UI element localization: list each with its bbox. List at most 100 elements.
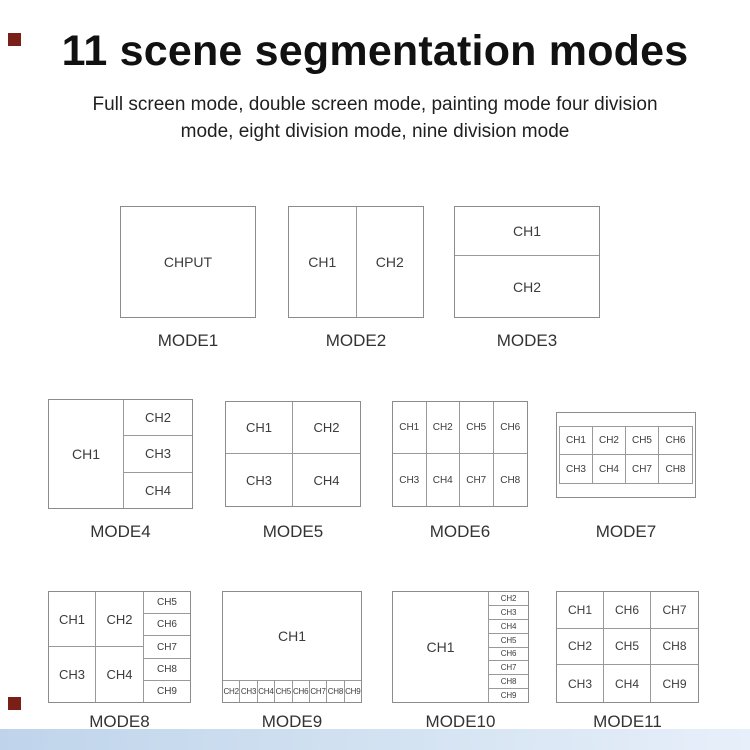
mode11-box: CH1 CH6 CH7 CH2 CH5 CH8 CH3 CH4 CH9: [556, 591, 699, 703]
grid-cell: CH2: [375, 254, 404, 270]
mode7-box: CH1 CH2 CH5 CH6 CH3 CH4 CH7 CH8: [556, 412, 696, 498]
mode10-box: CH1 CH2 CH3 CH4 CH5 CH6 CH7 CH8 CH9: [392, 591, 529, 703]
grid-cell: CH4: [106, 667, 133, 682]
mode4-right-column: CH2 CH3 CH4: [124, 400, 192, 508]
mode9-box: CH1 CH2 CH3 CH4 CH5 CH6 CH7 CH8 CH9: [222, 591, 362, 703]
mode8-box: CH1 CH2 CH3 CH4 CH5 CH6 CH7 CH8 CH9: [48, 591, 191, 703]
grid-cell: CH6: [144, 614, 190, 637]
bottom-gradient-bar: [0, 729, 750, 750]
mode9-bottom-strip: CH2 CH3 CH4 CH5 CH6 CH7 CH8 CH9: [223, 681, 361, 702]
grid-cell: CH4: [258, 681, 276, 702]
grid-cell: CH1: [49, 592, 96, 647]
grid-cell: CH6: [489, 648, 528, 662]
mode2-label: MODE2: [325, 331, 387, 350]
grid-cell: CH1: [49, 400, 124, 508]
grid-cell: CH4: [604, 665, 651, 702]
grid-cell: CH2: [512, 278, 541, 295]
grid-cell: CH8: [500, 474, 521, 486]
grid-cell: CH8: [144, 659, 190, 681]
grid-cell: CH4: [313, 472, 340, 488]
grid-cell: CHPUT: [163, 254, 213, 270]
grid-cell: CH9: [662, 676, 687, 691]
mode4-box: CH1 CH2 CH3 CH4: [48, 399, 193, 509]
corner-mark-bottom-icon: [8, 697, 21, 710]
mode4-label: MODE4: [90, 522, 151, 541]
mode6-box: CH1 CH2 CH5 CH6 CH3 CH4 CH7 CH8: [392, 401, 528, 507]
mode10-right-column: CH2 CH3 CH4 CH5 CH6 CH7 CH8 CH9: [489, 592, 528, 702]
mode11-label: MODE11: [593, 712, 662, 731]
grid-cell: CH7: [310, 681, 328, 702]
grid-cell: CH7: [626, 455, 659, 483]
grid-cell: CH1: [223, 592, 361, 681]
page-subtitle: Full screen mode, double screen mode, pa…: [0, 91, 750, 145]
mode8-right-column: CH5 CH6 CH7 CH8 CH9: [144, 592, 190, 702]
grid-cell: CH5: [489, 634, 528, 648]
grid-cell: CH2: [489, 592, 528, 606]
grid-cell: CH3: [226, 454, 293, 506]
subtitle-line-1: Full screen mode, double screen mode, pa…: [92, 94, 658, 115]
mode3-box: CH1 CH2: [454, 206, 600, 318]
grid-cell: CH2: [426, 402, 460, 454]
grid-cell: CH3: [489, 606, 528, 620]
grid-cell: CH4: [489, 620, 528, 634]
grid-cell: CH7: [651, 592, 698, 629]
grid-cell: CH9: [500, 691, 517, 701]
grid-cell: CH7: [489, 661, 528, 676]
grid-cell: CH5: [144, 592, 190, 615]
mode1-box: CHPUT: [120, 206, 256, 318]
mode8-left-grid: CH1 CH2 CH3 CH4: [49, 592, 144, 702]
mode5-label: MODE5: [262, 522, 324, 541]
grid-cell: CH7: [144, 636, 190, 659]
grid-cell: CH1: [393, 402, 427, 454]
grid-cell: CH1: [226, 402, 293, 454]
mode7-label: MODE7: [595, 522, 657, 541]
grid-cell: CH2: [124, 400, 192, 437]
grid-cell: CH2: [557, 628, 604, 666]
grid-cell: CH3: [240, 681, 258, 702]
grid-cell: CH2: [293, 402, 360, 454]
mode7-inner-grid: CH1 CH2 CH5 CH6 CH3 CH4 CH7 CH8: [559, 426, 693, 484]
grid-cell: CH8: [651, 629, 698, 666]
grid-cell: CH1: [393, 592, 489, 702]
grid-cell: CH9: [156, 685, 177, 697]
grid-cell: CH9: [345, 687, 361, 696]
grid-cell: CH4: [593, 455, 626, 483]
mode6-label: MODE6: [429, 522, 491, 541]
grid-cell: CH1: [560, 427, 593, 455]
grid-cell: CH8: [327, 681, 345, 702]
grid-cell: CH8: [665, 463, 686, 475]
grid-cell: CH8: [489, 675, 528, 690]
mode5-box: CH1 CH2 CH3 CH4: [225, 401, 361, 507]
grid-cell: CH7: [460, 454, 494, 506]
mode1-label: MODE1: [157, 331, 219, 350]
corner-mark-top-icon: [8, 33, 21, 46]
subtitle-line-2: mode, eight division mode, nine division…: [180, 121, 570, 142]
grid-cell: CH1: [455, 207, 599, 256]
grid-cell: CH2: [593, 427, 626, 455]
grid-cell: CH6: [293, 681, 310, 702]
grid-cell: CH5: [460, 402, 494, 454]
grid-cell: CH4: [427, 454, 460, 506]
mode9-label: MODE9: [261, 712, 323, 731]
grid-cell: CH6: [604, 592, 651, 629]
grid-cell: CH3: [560, 455, 593, 483]
grid-cell: CH2: [96, 592, 143, 647]
grid-cell: CH1: [557, 592, 604, 629]
grid-cell: CH1: [289, 207, 357, 317]
grid-cell: CH3: [557, 665, 604, 702]
page-title: 11 scene segmentation modes: [61, 27, 689, 75]
grid-cell: CH5: [604, 628, 651, 666]
grid-cell: CH3: [124, 436, 192, 473]
grid-cell: CH3: [49, 647, 96, 702]
grid-cell: CH5: [275, 681, 293, 702]
grid-cell: CH4: [144, 482, 171, 498]
grid-cell: CH6: [659, 427, 692, 455]
mode3-label: MODE3: [496, 331, 558, 350]
mode10-label: MODE10: [425, 712, 496, 731]
grid-cell: CH3: [393, 454, 427, 506]
grid-cell: CH2: [223, 681, 241, 702]
mode2-box: CH1 CH2: [288, 206, 424, 318]
grid-cell: CH5: [626, 427, 659, 455]
grid-cell: CH6: [493, 402, 527, 454]
